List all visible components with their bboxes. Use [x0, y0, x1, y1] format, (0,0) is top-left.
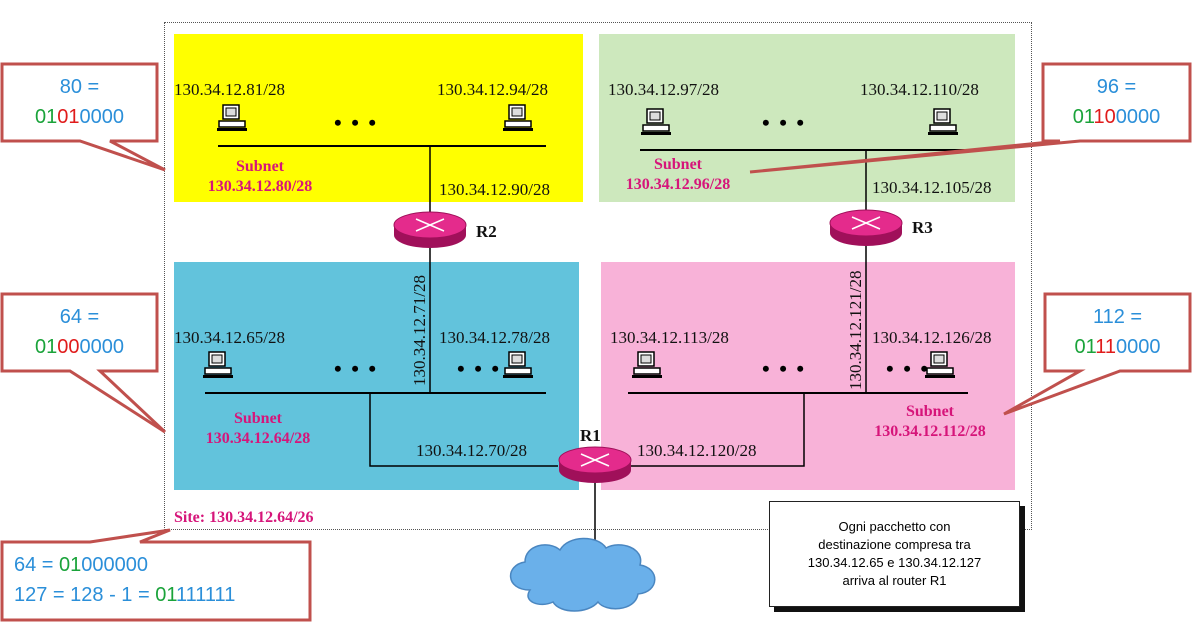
router-label-r2: R2 — [476, 222, 497, 241]
host-ip-green-1: 130.34.12.97/28 — [608, 80, 719, 99]
site-boundary — [164, 22, 1032, 530]
callout-range: 64 = 01000000 127 = 128 - 1 = 01111111 — [14, 554, 236, 606]
host-ip-yellow-1: 130.34.12.81/28 — [174, 80, 285, 99]
router-iface-blue: 130.34.12.70/28 — [416, 441, 527, 460]
internet-cloud-icon — [509, 537, 656, 612]
router-iface-pink: 130.34.12.120/28 — [637, 441, 757, 460]
ellipsis-pink-1: • • • — [762, 356, 807, 381]
callout-80: 80 = 01010000 — [35, 76, 124, 128]
ellipsis-blue-1: • • • — [334, 356, 379, 381]
ellipsis-yellow: • • • — [334, 110, 379, 135]
link-iface-blue: 130.34.12.71/28 — [410, 275, 429, 386]
host-ip-pink-2: 130.34.12.126/28 — [872, 328, 992, 347]
host-ip-blue-1: 130.34.12.65/28 — [174, 328, 285, 347]
router-iface-yellow: 130.34.12.90/28 — [439, 180, 550, 199]
router-r3 — [829, 209, 903, 247]
host-ip-green-2: 130.34.12.110/28 — [860, 80, 979, 99]
callout-112: 112 = 01110000 — [1074, 306, 1161, 358]
host-ip-blue-2: 130.34.12.78/28 — [439, 328, 550, 347]
router-r1 — [558, 446, 632, 484]
host-ip-pink-1: 130.34.12.113/28 — [610, 328, 729, 347]
router-label-r1: R1 — [580, 426, 601, 445]
callout-range-shape — [0, 528, 312, 622]
routing-note: Ogni pacchetto con destinazione compresa… — [769, 501, 1020, 607]
callout-96-shape — [749, 62, 1192, 174]
site-label: Site: 130.34.12.64/26 — [174, 509, 314, 526]
ellipsis-pink-2: • • • — [886, 356, 931, 381]
callout-80-shape — [0, 62, 166, 172]
host-ip-yellow-2: 130.34.12.94/28 — [437, 80, 548, 99]
ellipsis-blue-2: • • • — [457, 356, 502, 381]
callout-96: 96 = 01100000 — [1072, 76, 1161, 128]
callout-64: 64 = 01000000 — [35, 306, 124, 358]
callout-64-shape — [0, 292, 167, 434]
ellipsis-green: • • • — [762, 110, 807, 135]
router-r2 — [393, 211, 467, 249]
router-iface-green: 130.34.12.105/28 — [872, 178, 992, 197]
callout-112-shape — [1003, 292, 1192, 416]
router-label-r3: R3 — [912, 218, 933, 237]
link-iface-pink: 130.34.12.121/28 — [846, 270, 865, 390]
